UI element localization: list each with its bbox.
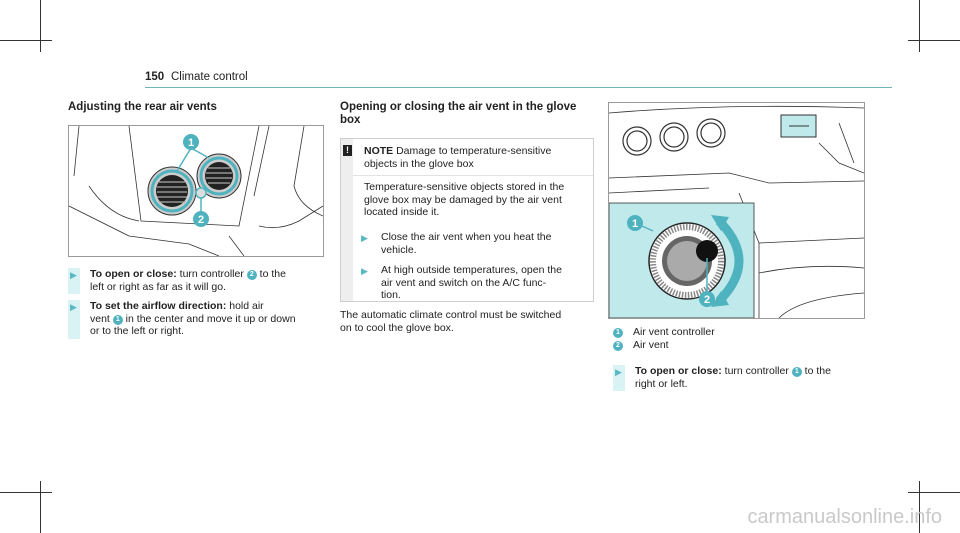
step-open-close-rear: ▶ To open or close: turn controller 2 to… xyxy=(68,268,286,294)
glove-box-paragraph: The automatic climate control must be sw… xyxy=(340,309,562,334)
callout-1-icon: 1 xyxy=(791,367,802,377)
dashboard-vents-icon xyxy=(622,118,726,156)
step-arrow-icon: ▶ xyxy=(361,233,368,243)
step-arrow-icon: ▶ xyxy=(615,367,622,377)
step-arrow-icon: ▶ xyxy=(70,302,77,312)
crop-mark xyxy=(919,0,920,52)
section-title-rear-vents: Adjusting the rear air vents xyxy=(68,101,217,113)
callout-1-icon xyxy=(183,134,199,150)
warning-icon: ! xyxy=(343,145,352,156)
callout-2-icon xyxy=(699,291,715,307)
watermark: carmanualsonline.info xyxy=(747,506,942,528)
legend-item: 2 Air vent xyxy=(613,339,669,351)
step-airflow-direction: ▶ To set the airflow direction: hold air… xyxy=(68,300,296,339)
figure-glove-box-vent: 1 2 xyxy=(608,102,865,319)
crop-mark xyxy=(0,40,52,41)
note-box: ! NOTE Damage to temperature-sensitive o… xyxy=(340,138,594,302)
note-step-open: ▶ At high outside temperatures, open the… xyxy=(361,264,562,301)
glove-box-illustration: 1 2 xyxy=(609,105,864,318)
crop-mark xyxy=(0,492,52,493)
figure-rear-air-vents: 1 2 xyxy=(68,125,324,257)
crop-mark xyxy=(40,481,41,533)
left-vent-icon xyxy=(147,166,197,216)
page-section-title: Climate control xyxy=(171,71,248,83)
callout-1-icon: 1 xyxy=(613,328,623,338)
svg-text:2: 2 xyxy=(704,294,710,306)
callout-1-icon: 1 xyxy=(112,314,123,325)
callout-1-icon xyxy=(627,215,643,231)
svg-text:1: 1 xyxy=(188,137,194,149)
crop-mark xyxy=(908,492,960,493)
callout-2-icon: 2 xyxy=(613,341,623,351)
header-rule xyxy=(145,87,892,88)
callout-2-icon xyxy=(193,211,209,227)
crop-mark xyxy=(40,0,41,52)
crop-mark xyxy=(908,40,960,41)
crop-mark xyxy=(919,481,920,533)
rear-vents-illustration: 1 2 xyxy=(69,126,323,256)
callout-2-icon: 2 xyxy=(246,270,257,280)
svg-text:1: 1 xyxy=(632,218,638,230)
step-arrow-icon: ▶ xyxy=(361,266,368,276)
air-vent-controller-icon xyxy=(648,222,726,300)
step-arrow-icon: ▶ xyxy=(70,270,77,280)
legend-item: 1 Air vent controller xyxy=(613,326,715,338)
svg-text:2: 2 xyxy=(198,214,204,226)
page-number: 150 xyxy=(145,71,165,83)
note-step-close: ▶ Close the air vent when you heat the v… xyxy=(361,231,552,256)
right-vent-icon xyxy=(196,153,242,199)
controller-knob-icon xyxy=(195,187,207,199)
step-open-close-glove-box: ▶ To open or close: turn controller 1 to… xyxy=(613,365,831,391)
section-title-glove-box: Opening or closing the air vent in the g… xyxy=(340,101,577,126)
